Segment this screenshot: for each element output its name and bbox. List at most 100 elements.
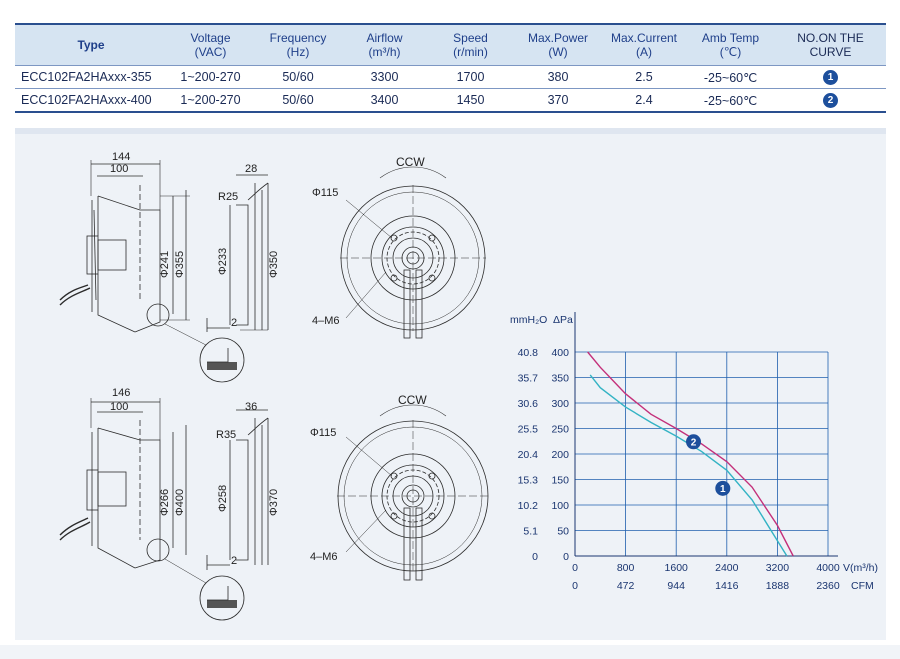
- x2-tick: 944: [667, 580, 685, 592]
- dim-gap: 2: [231, 317, 237, 329]
- y-right-tick: 250: [551, 424, 569, 436]
- x-tick: 2400: [715, 562, 739, 574]
- dim-gap: 2: [231, 555, 237, 567]
- dim-100: 100: [110, 163, 128, 175]
- dim-hub: Φ115: [310, 427, 336, 439]
- y-right-tick: 50: [557, 526, 569, 538]
- header-curve: NO.ON THE CURVE: [775, 23, 886, 66]
- y-left-tick: 0: [532, 551, 538, 563]
- y-right-axis-label: ΔPa: [553, 314, 573, 326]
- y-right-tick: 300: [551, 398, 569, 410]
- series-badge-label: 1: [720, 484, 726, 495]
- dim-144: 144: [112, 151, 130, 163]
- chart-lines: 12: [587, 351, 794, 557]
- x2-tick: 1416: [715, 580, 739, 592]
- cell-voltage: 1~200-270: [167, 65, 254, 89]
- cell-airflow: 3400: [342, 88, 427, 113]
- x2-axis-label: CFM: [851, 580, 874, 592]
- y-right-tick: 350: [551, 373, 569, 385]
- series-badge-2: [686, 434, 701, 450]
- bottom-strip: [0, 645, 900, 659]
- dim-phi355: Φ355: [174, 251, 186, 278]
- x2-tick: 0: [572, 580, 578, 592]
- dim-146: 146: [112, 387, 130, 399]
- x-tick: 1600: [665, 562, 689, 574]
- y-right-tick: 200: [551, 449, 569, 461]
- section-view-bottom: [229, 409, 269, 565]
- table-row: ECC102FA2HAxxx-355 1~200-270 50/60 3300 …: [15, 65, 886, 89]
- cell-voltage: 1~200-270: [167, 88, 254, 113]
- cell-temp: -25~60℃: [686, 65, 775, 89]
- cell-airflow: 3300: [342, 65, 427, 89]
- header-current: Max.Current(A): [602, 23, 686, 66]
- cell-speed: 1450: [427, 88, 514, 113]
- dim-r35: R35: [216, 429, 236, 441]
- dim-screws: 4–M6: [310, 551, 338, 563]
- y-left-tick: 25.5: [518, 424, 539, 436]
- cell-current: 2.5: [602, 65, 686, 89]
- header-speed: Speed(r/min): [427, 23, 514, 66]
- header-frequency: Frequency(Hz): [254, 23, 342, 66]
- series-line-1: [589, 374, 788, 557]
- y-left-tick: 15.3: [518, 475, 539, 487]
- x2-tick: 2360: [816, 580, 840, 592]
- dim-phi258: Φ258: [217, 485, 229, 512]
- dim-100: 100: [110, 401, 128, 413]
- curve-badge: 2: [823, 93, 838, 108]
- dim-phi266: Φ266: [159, 489, 171, 516]
- x2-tick: 1888: [766, 580, 790, 592]
- cell-speed: 1700: [427, 65, 514, 89]
- y-left-axis-label: mmH₂O: [510, 314, 547, 326]
- dim-28: 28: [245, 163, 257, 175]
- cell-power: 380: [514, 65, 602, 89]
- x-tick: 800: [617, 562, 635, 574]
- header-type: Type: [15, 23, 167, 66]
- y-left-tick: 10.2: [518, 500, 539, 512]
- cell-current: 2.4: [602, 88, 686, 113]
- series-badge-1: [715, 480, 731, 496]
- header-temp: Amb Temp(℃): [686, 23, 775, 66]
- series-badge-label: 2: [691, 437, 697, 448]
- dim-hub: Φ115: [312, 187, 338, 199]
- x-tick: 3200: [766, 562, 790, 574]
- y-left-tick: 40.8: [518, 347, 539, 359]
- cell-temp: -25~60℃: [686, 88, 775, 113]
- table-header-row: Type Voltage(VAC) Frequency(Hz) Airflow(…: [15, 23, 886, 66]
- x-tick: 0: [572, 562, 578, 574]
- x-tick: 4000: [816, 562, 840, 574]
- dim-phi350: Φ350: [268, 251, 280, 278]
- y-right-tick: 100: [551, 500, 569, 512]
- curve-badge: 1: [823, 70, 838, 85]
- y-left-tick: 5.1: [523, 526, 538, 538]
- dim-phi370: Φ370: [268, 489, 280, 516]
- section-view-top: [229, 174, 269, 331]
- front-view-bottom: [337, 404, 489, 581]
- dim-screws: 4–M6: [312, 315, 340, 327]
- y-left-tick: 35.7: [518, 373, 539, 385]
- cell-power: 370: [514, 88, 602, 113]
- dim-r25: R25: [218, 191, 238, 203]
- cell-curve: 1: [775, 65, 886, 89]
- side-view-bottom: [59, 398, 245, 621]
- cell-frequency: 50/60: [254, 88, 342, 113]
- header-voltage: Voltage(VAC): [167, 23, 254, 66]
- chart-grid: [574, 312, 838, 557]
- cell-type: ECC102FA2HAxxx-400: [15, 88, 167, 113]
- dim-phi241: Φ241: [159, 251, 171, 278]
- x-axis-label: V(m³/h): [843, 562, 878, 574]
- side-view-top: [59, 160, 245, 383]
- cell-frequency: 50/60: [254, 65, 342, 89]
- y-left-tick: 20.4: [518, 449, 539, 461]
- dim-phi400: Φ400: [174, 489, 186, 516]
- front-view-top: [340, 166, 486, 339]
- rotation-label: CCW: [396, 155, 425, 169]
- header-airflow: Airflow(m³/h): [342, 23, 427, 66]
- section-divider: [15, 128, 886, 134]
- header-power: Max.Power(W): [514, 23, 602, 66]
- dim-phi233: Φ233: [217, 248, 229, 275]
- cell-curve: 2: [775, 88, 886, 113]
- table-row: ECC102FA2HAxxx-400 1~200-270 50/60 3400 …: [15, 88, 886, 113]
- y-right-tick: 0: [563, 551, 569, 563]
